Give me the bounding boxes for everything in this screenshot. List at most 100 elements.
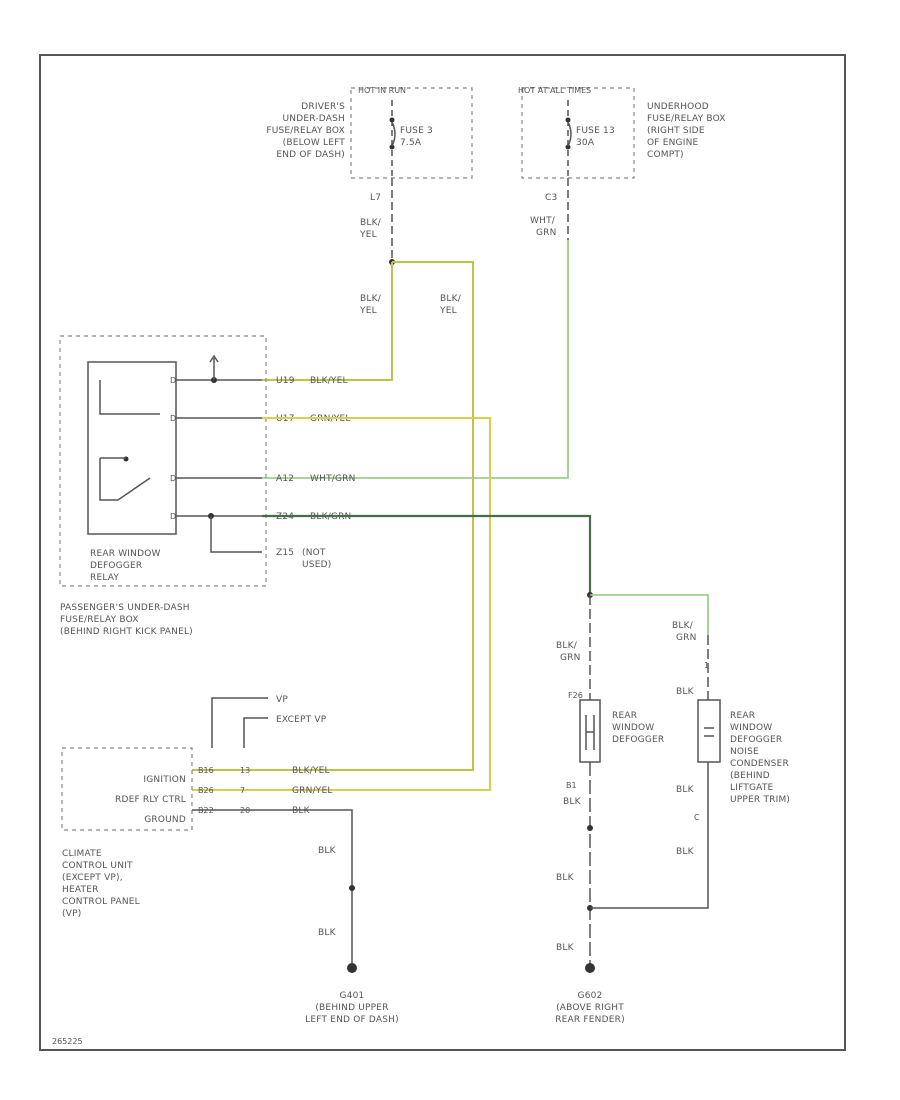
control-unit: VP EXCEPT VP IGNITION RDEF RLY CTRL GROU… (61, 695, 332, 919)
wire-label: BLK/ (360, 218, 382, 228)
ground-location: (BEHIND UPPER (315, 1003, 388, 1013)
rear-window-defogger: BLK/ GRN F26 REAR WINDOW DEFOGGER B1 BLK (556, 641, 664, 807)
wire-label: BLK (563, 797, 582, 807)
condenser-label-line: DEFOGGER (730, 735, 782, 745)
relay-pin-label: U19 (276, 376, 295, 386)
control-unit-variant: VP (276, 695, 288, 705)
wire-blk-grn-condenser (590, 594, 709, 635)
control-unit-pin: 13 (240, 766, 250, 775)
relay-pin-label: Z15 (276, 548, 294, 558)
control-unit-label-line: (VP) (62, 909, 81, 919)
ground-g602: G602 (ABOVE RIGHT REAR FENDER) (555, 963, 625, 1025)
wire-label: GRN (560, 653, 581, 663)
right-fuse-location-line: UNDERHOOD (647, 102, 709, 112)
control-unit-terminal: GROUND (144, 815, 186, 825)
control-unit-terminal: RDEF RLY CTRL (115, 795, 186, 805)
right-fuse-name: FUSE 13 (576, 126, 615, 136)
diagram-id: 265225 (52, 1037, 83, 1046)
defogger-label-line: REAR (612, 711, 637, 721)
wire-grn-yel (192, 417, 491, 791)
ground-g401: G401 (BEHIND UPPER LEFT END OF DASH) (305, 963, 399, 1025)
ground-location: LEFT END OF DASH) (305, 1015, 399, 1025)
splice-dot (349, 885, 355, 891)
left-fuse-location-line: UNDER-DASH (283, 114, 345, 124)
relay-label-line: REAR WINDOW (90, 549, 161, 559)
svg-text:D: D (170, 512, 176, 521)
control-unit-label-line: HEATER (62, 885, 99, 895)
right-fuse-location-line: OF ENGINE (647, 138, 699, 148)
wire-label: BLK/ (672, 621, 694, 631)
relay-box-label-line: PASSENGER'S UNDER-DASH (60, 603, 190, 613)
wire-label: BLK (556, 943, 575, 953)
left-fuse-location-line: DRIVER'S (301, 102, 345, 112)
relay-box-label-line: FUSE/RELAY BOX (60, 615, 139, 625)
relay-not-used: (NOT (302, 548, 326, 558)
relay-not-used: USED) (302, 560, 331, 570)
control-unit-pin: 7 (240, 786, 245, 795)
left-fuse-location-line: (BELOW LEFT (283, 138, 346, 148)
left-fuse-location-line: FUSE/RELAY BOX (266, 126, 345, 136)
wire-label: WHT/ (530, 216, 556, 226)
wire-label: BLK (676, 847, 695, 857)
relay-box-label-line: (BEHIND RIGHT KICK PANEL) (60, 627, 193, 637)
wire-label: GRN (676, 633, 697, 643)
control-unit-wire-label: BLK (292, 806, 311, 816)
left-fuse-rating: 7.5A (400, 138, 422, 148)
ground-id: G602 (578, 991, 603, 1001)
relay-wire-label: WHT/GRN (310, 474, 356, 484)
condenser-label-line: LIFTGATE (730, 783, 774, 793)
defogger-label-line: WINDOW (612, 723, 654, 733)
condenser-label-line: NOISE (730, 747, 759, 757)
wire-label: BLK/ (440, 294, 462, 304)
left-fuse-box: HOT IN RUN DRIVER'S UNDER-DASH FUSE/RELA… (266, 86, 473, 203)
wire-label: BLK (318, 846, 337, 856)
wire-blk-grn (262, 514, 592, 595)
control-unit-label-line: (EXCEPT VP), (62, 873, 123, 883)
relay-wire-label: BLK/YEL (310, 376, 348, 386)
splice-dot (587, 825, 593, 831)
condenser-label-line: WINDOW (730, 723, 772, 733)
wire-blk-yel-relay (262, 262, 393, 381)
condenser-label-line: REAR (730, 711, 755, 721)
left-fuse-name: FUSE 3 (400, 126, 433, 136)
defogger-pin: F26 (568, 691, 583, 700)
wire-label: YEL (359, 306, 377, 316)
wire-label: BLK (556, 873, 575, 883)
condenser-pin: 1 (704, 661, 709, 670)
control-unit-wire-label: BLK/YEL (292, 766, 330, 776)
wire-label: BLK (318, 928, 337, 938)
right-fuse-location-line: COMPT) (647, 150, 684, 160)
control-unit-label-line: CONTROL UNIT (62, 861, 133, 871)
relay-label-line: DEFOGGER (90, 561, 142, 571)
condenser-pin: C (694, 813, 700, 822)
wire-label: GRN (536, 228, 557, 238)
control-unit-terminal: IGNITION (143, 775, 186, 785)
right-fuse-connector: C3 (545, 193, 557, 203)
svg-text:D: D (170, 376, 176, 385)
ground-location: REAR FENDER) (555, 1015, 625, 1025)
control-unit-pin: B16 (198, 766, 214, 775)
wire-label: YEL (439, 306, 457, 316)
left-fuse-connector: L7 (370, 193, 381, 203)
wire-blk-ground-g401 (192, 809, 353, 965)
ground-location: (ABOVE RIGHT (556, 1003, 624, 1013)
wire-label: BLK/ (556, 641, 578, 651)
wire-wht-grn (262, 240, 569, 479)
relay-label-line: RELAY (90, 573, 119, 583)
defogger-pin: B1 (566, 781, 577, 790)
wire-label: BLK (676, 687, 695, 697)
wire-condenser-ground (590, 762, 709, 909)
wire-label: BLK (676, 785, 695, 795)
noise-condenser: BLK/ GRN 1 BLK REAR WINDOW DEFOGGER NOIS… (672, 621, 790, 857)
condenser-label-line: UPPER TRIM) (730, 795, 790, 805)
right-fuse-box: HOT AT ALL TIMES UNDERHOOD FUSE/RELAY BO… (518, 86, 725, 203)
svg-text:D: D (170, 474, 176, 483)
condenser-label-line: CONDENSER (730, 759, 789, 769)
left-fuse-box-header: HOT IN RUN (358, 86, 406, 95)
condenser-label-line: (BEHIND (730, 771, 770, 781)
wire-label: YEL (359, 230, 377, 240)
control-unit-label-line: CLIMATE (62, 849, 102, 859)
control-unit-variant: EXCEPT VP (276, 715, 327, 725)
right-fuse-box-header: HOT AT ALL TIMES (518, 86, 591, 95)
